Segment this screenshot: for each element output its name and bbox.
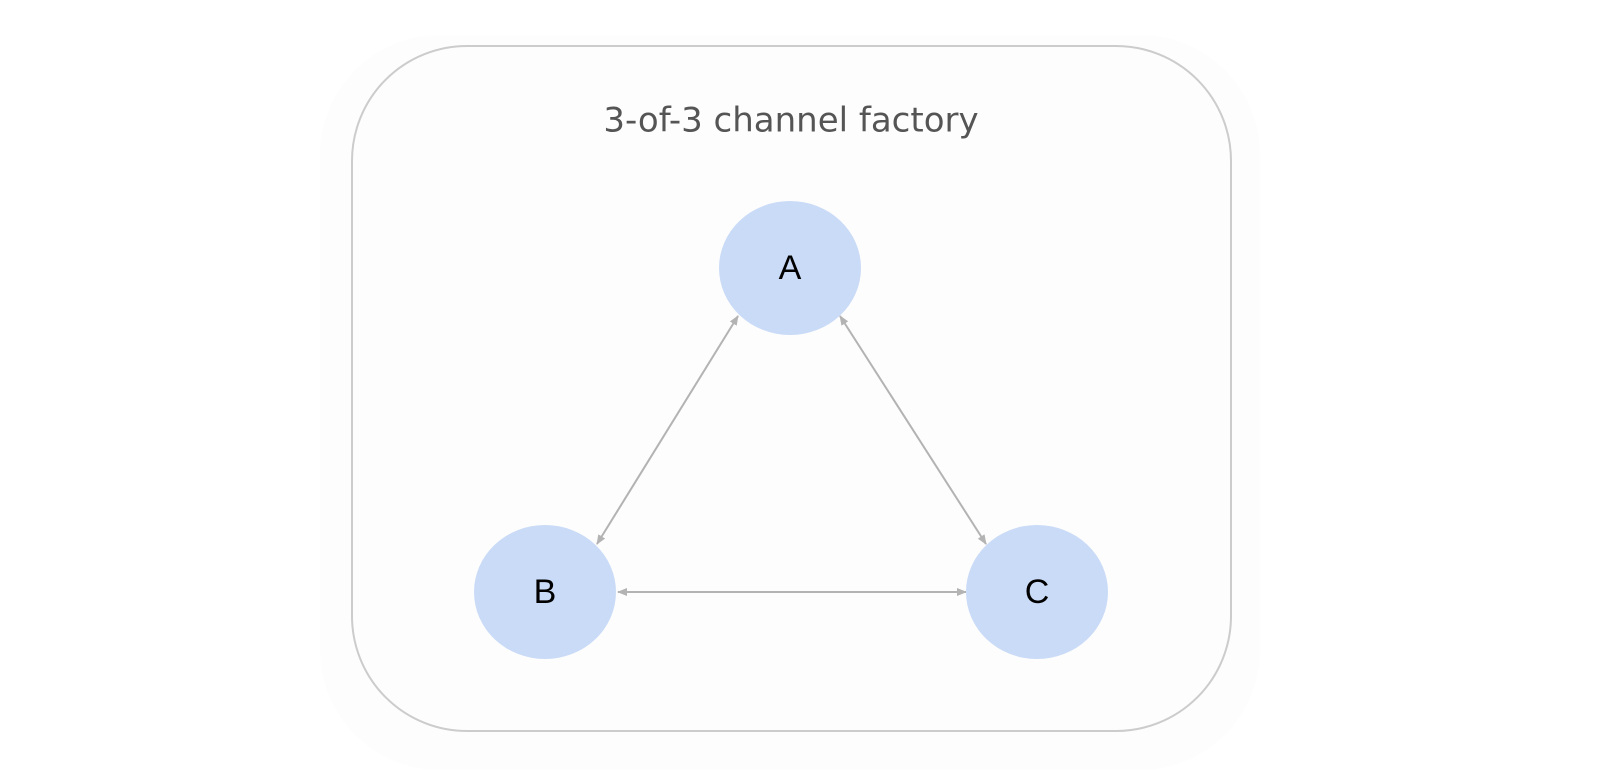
node-a-shape [719,201,861,335]
node-a[interactable]: A [719,201,861,335]
node-b-label: B [534,573,557,611]
group-container [351,45,1232,732]
node-c-shape [966,525,1108,659]
edge-a-b [596,315,739,545]
edge-a-c [839,315,987,545]
node-c-label: C [1025,573,1050,611]
node-b[interactable]: B [474,525,616,659]
group-title: 3-of-3 channel factory [603,101,978,141]
node-b-shape [474,525,616,659]
node-c[interactable]: C [966,525,1108,659]
node-a-label: A [779,249,802,287]
edges [596,315,987,596]
